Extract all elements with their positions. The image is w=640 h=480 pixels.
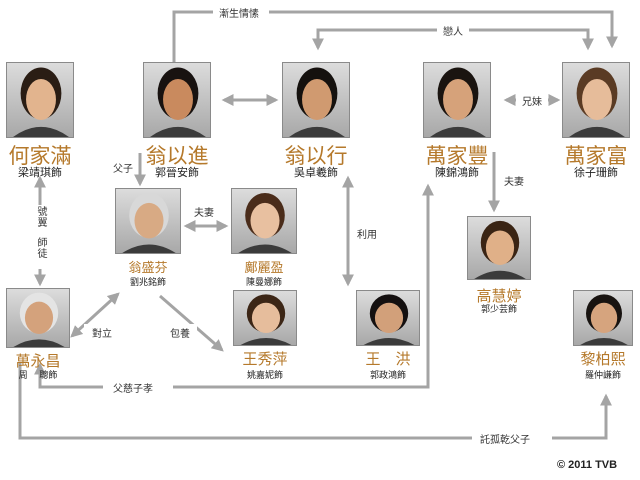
actor-name: 梁靖琪飾 — [18, 166, 62, 179]
portrait-photo — [562, 62, 630, 138]
portrait-photo — [233, 290, 297, 346]
portrait-photo — [143, 62, 211, 138]
character-name: 翁盛芬 — [128, 261, 168, 276]
character-name: 翁以行 — [284, 144, 348, 168]
portrait-photo — [356, 290, 420, 346]
label-gradual-love: 漸生情愫 — [219, 9, 259, 20]
character-name: 萬永昌 — [15, 352, 61, 370]
label-mentor: 師徒 — [35, 237, 46, 259]
actor-name: 陳錦鴻飾 — [435, 166, 479, 179]
actor-name: 徐子珊飾 — [574, 166, 618, 179]
portrait-photo — [6, 288, 70, 348]
label-siblings: 兄妹 — [522, 97, 542, 108]
label-kept: 包養 — [170, 329, 190, 340]
label-use: 利用 — [357, 230, 377, 241]
actor-name: 羅仲謙飾 — [584, 371, 621, 381]
character-name: 黎柏熙 — [580, 350, 626, 368]
character-name: 何家滿 — [8, 144, 72, 168]
label-filial: 父慈子孝 — [113, 384, 153, 395]
line-kept — [159, 294, 224, 352]
portrait-photo — [423, 62, 491, 138]
line-godfather — [18, 362, 612, 440]
actor-name: 姚嘉妮飾 — [246, 371, 283, 381]
portrait-photo — [282, 62, 350, 138]
portrait-photo — [115, 188, 181, 254]
label-couple-left: 夫妻 — [194, 208, 214, 219]
character-name: 高慧婷 — [476, 287, 522, 305]
character-name: 王秀萍 — [242, 350, 288, 368]
portrait-photo — [573, 290, 633, 346]
label-godfather: 託孤乾父子 — [480, 435, 530, 446]
line-gradual-love — [172, 10, 618, 62]
label-father-son: 父子 — [113, 164, 133, 175]
actor-name: 郭政鴻飾 — [369, 371, 406, 381]
label-couple-right: 夫妻 — [504, 177, 524, 188]
actor-name: 吳卓羲飾 — [294, 166, 338, 179]
label-opposed: 對立 — [92, 329, 112, 340]
actor-name: 郭少芸飾 — [480, 305, 517, 315]
portrait-photo — [231, 188, 297, 254]
actor-name: 陳曼娜飾 — [245, 278, 282, 288]
character-name: 萬家豐 — [425, 144, 489, 168]
actor-name: 郭晉安飾 — [155, 166, 199, 179]
character-name: 王 洪 — [365, 350, 411, 368]
actor-name: 劉兆銘飾 — [129, 278, 166, 288]
character-name: 萬家富 — [564, 144, 628, 168]
copyright: © 2011 TVB — [557, 459, 618, 471]
label-mentor-prefix: 號翼 — [35, 206, 46, 228]
character-name: 翁以進 — [145, 144, 209, 168]
line-filial — [34, 183, 434, 389]
character-name: 鄺麗盈 — [244, 261, 284, 276]
portrait-photo — [467, 216, 531, 280]
actor-name: 周 聰飾 — [18, 371, 58, 381]
portrait-photo — [6, 62, 74, 138]
label-lovers: 戀人 — [443, 27, 463, 38]
